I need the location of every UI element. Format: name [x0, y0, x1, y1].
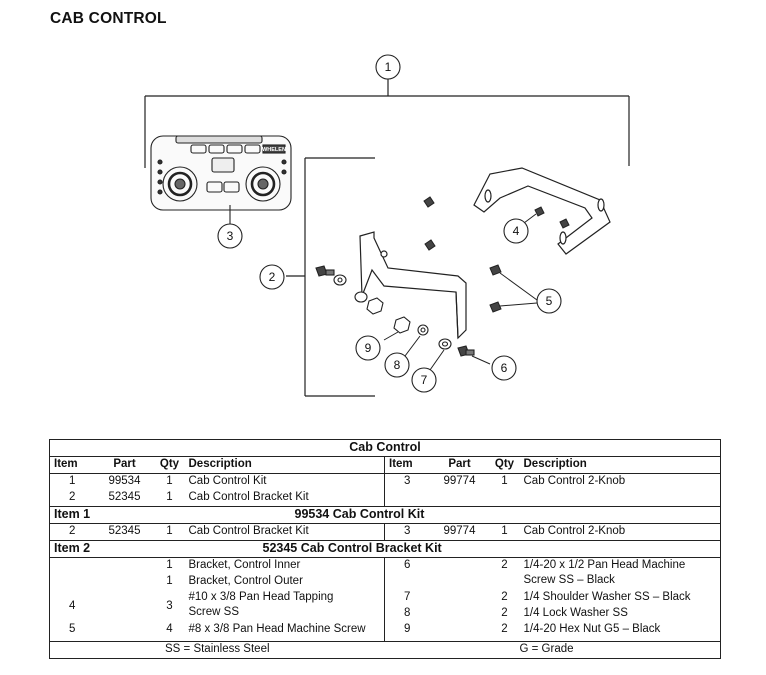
- callout-circle-2: [259, 264, 285, 290]
- kit-2-section-header: Item 2 52345 Cab Control Bracket Kit: [49, 540, 721, 558]
- table-row: 1 Bracket, Control Outer: [166, 575, 303, 587]
- col-part-right: Part: [429, 456, 490, 474]
- col-description-right: Description: [519, 456, 721, 474]
- table-row: 2 52345 1 Cab Control Bracket Kit: [50, 490, 721, 507]
- callout-circle-5: [536, 288, 562, 314]
- table-row: 5 4 #8 x 3/8 Pan Head Machine Screw 9 2 …: [50, 622, 721, 642]
- callout-circle-4: [503, 218, 529, 244]
- table-footer: SS = Stainless Steel G = Grade: [49, 641, 721, 659]
- col-item: Item: [49, 456, 95, 474]
- callout-circle-1: [375, 54, 401, 80]
- table-row: 1 Bracket, Control Inner 6 2 1/4-20 x 1/…: [50, 557, 721, 590]
- parts-table: Cab Control Item Part Qty Description It…: [49, 439, 721, 659]
- table-header-row: Item Part Qty Description Item Part Qty …: [49, 456, 721, 474]
- callout-label-3: 3: [227, 229, 234, 243]
- kit-1-section-header: Item 1 99534 Cab Control Kit: [49, 506, 721, 524]
- table-title: Cab Control: [49, 439, 721, 457]
- callout-label-8: 8: [394, 358, 401, 372]
- callout-label-2: 2: [269, 270, 276, 284]
- table-row: 2 52345 1 Cab Control Bracket Kit 3 9977…: [50, 523, 721, 541]
- col-item-right: Item: [384, 456, 430, 474]
- hardware-stack: [315, 265, 475, 357]
- col-qty: Qty: [154, 456, 185, 474]
- callout-circle-3: [217, 223, 243, 249]
- inner-bracket: [359, 231, 467, 340]
- machine-screws: [489, 264, 502, 313]
- page-title: CAB CONTROL: [50, 10, 167, 27]
- device-brand-label: WHELEN: [262, 147, 286, 153]
- tapping-screws: [423, 196, 570, 251]
- callout-circle-9: [355, 335, 381, 361]
- callout-label-4: 4: [513, 224, 520, 238]
- callout-circle-7: [411, 367, 437, 393]
- col-part: Part: [94, 456, 155, 474]
- table-row: 8 2 1/4 Lock Washer SS: [50, 606, 721, 622]
- callout-label-5: 5: [546, 294, 553, 308]
- callout-label-7: 7: [421, 373, 428, 387]
- callout-circle-8: [384, 352, 410, 378]
- callout-label-6: 6: [501, 361, 508, 375]
- callout-1-leader: [144, 79, 630, 168]
- col-description: Description: [184, 456, 385, 474]
- exploded-parts-diagram: 1 2 3 4 5 6 7 8 9 WHELEN: [144, 54, 630, 397]
- col-qty-right: Qty: [489, 456, 520, 474]
- callout-circle-6: [491, 355, 517, 381]
- cab-control-head: [150, 135, 292, 211]
- outer-bracket: [473, 167, 611, 255]
- callout-label-9: 9: [365, 341, 372, 355]
- table-row: 1 99534 1 Cab Control Kit 3 99774 1 Cab …: [50, 473, 721, 490]
- callout-label-1: 1: [385, 60, 392, 74]
- callout-2-leader: [286, 157, 375, 397]
